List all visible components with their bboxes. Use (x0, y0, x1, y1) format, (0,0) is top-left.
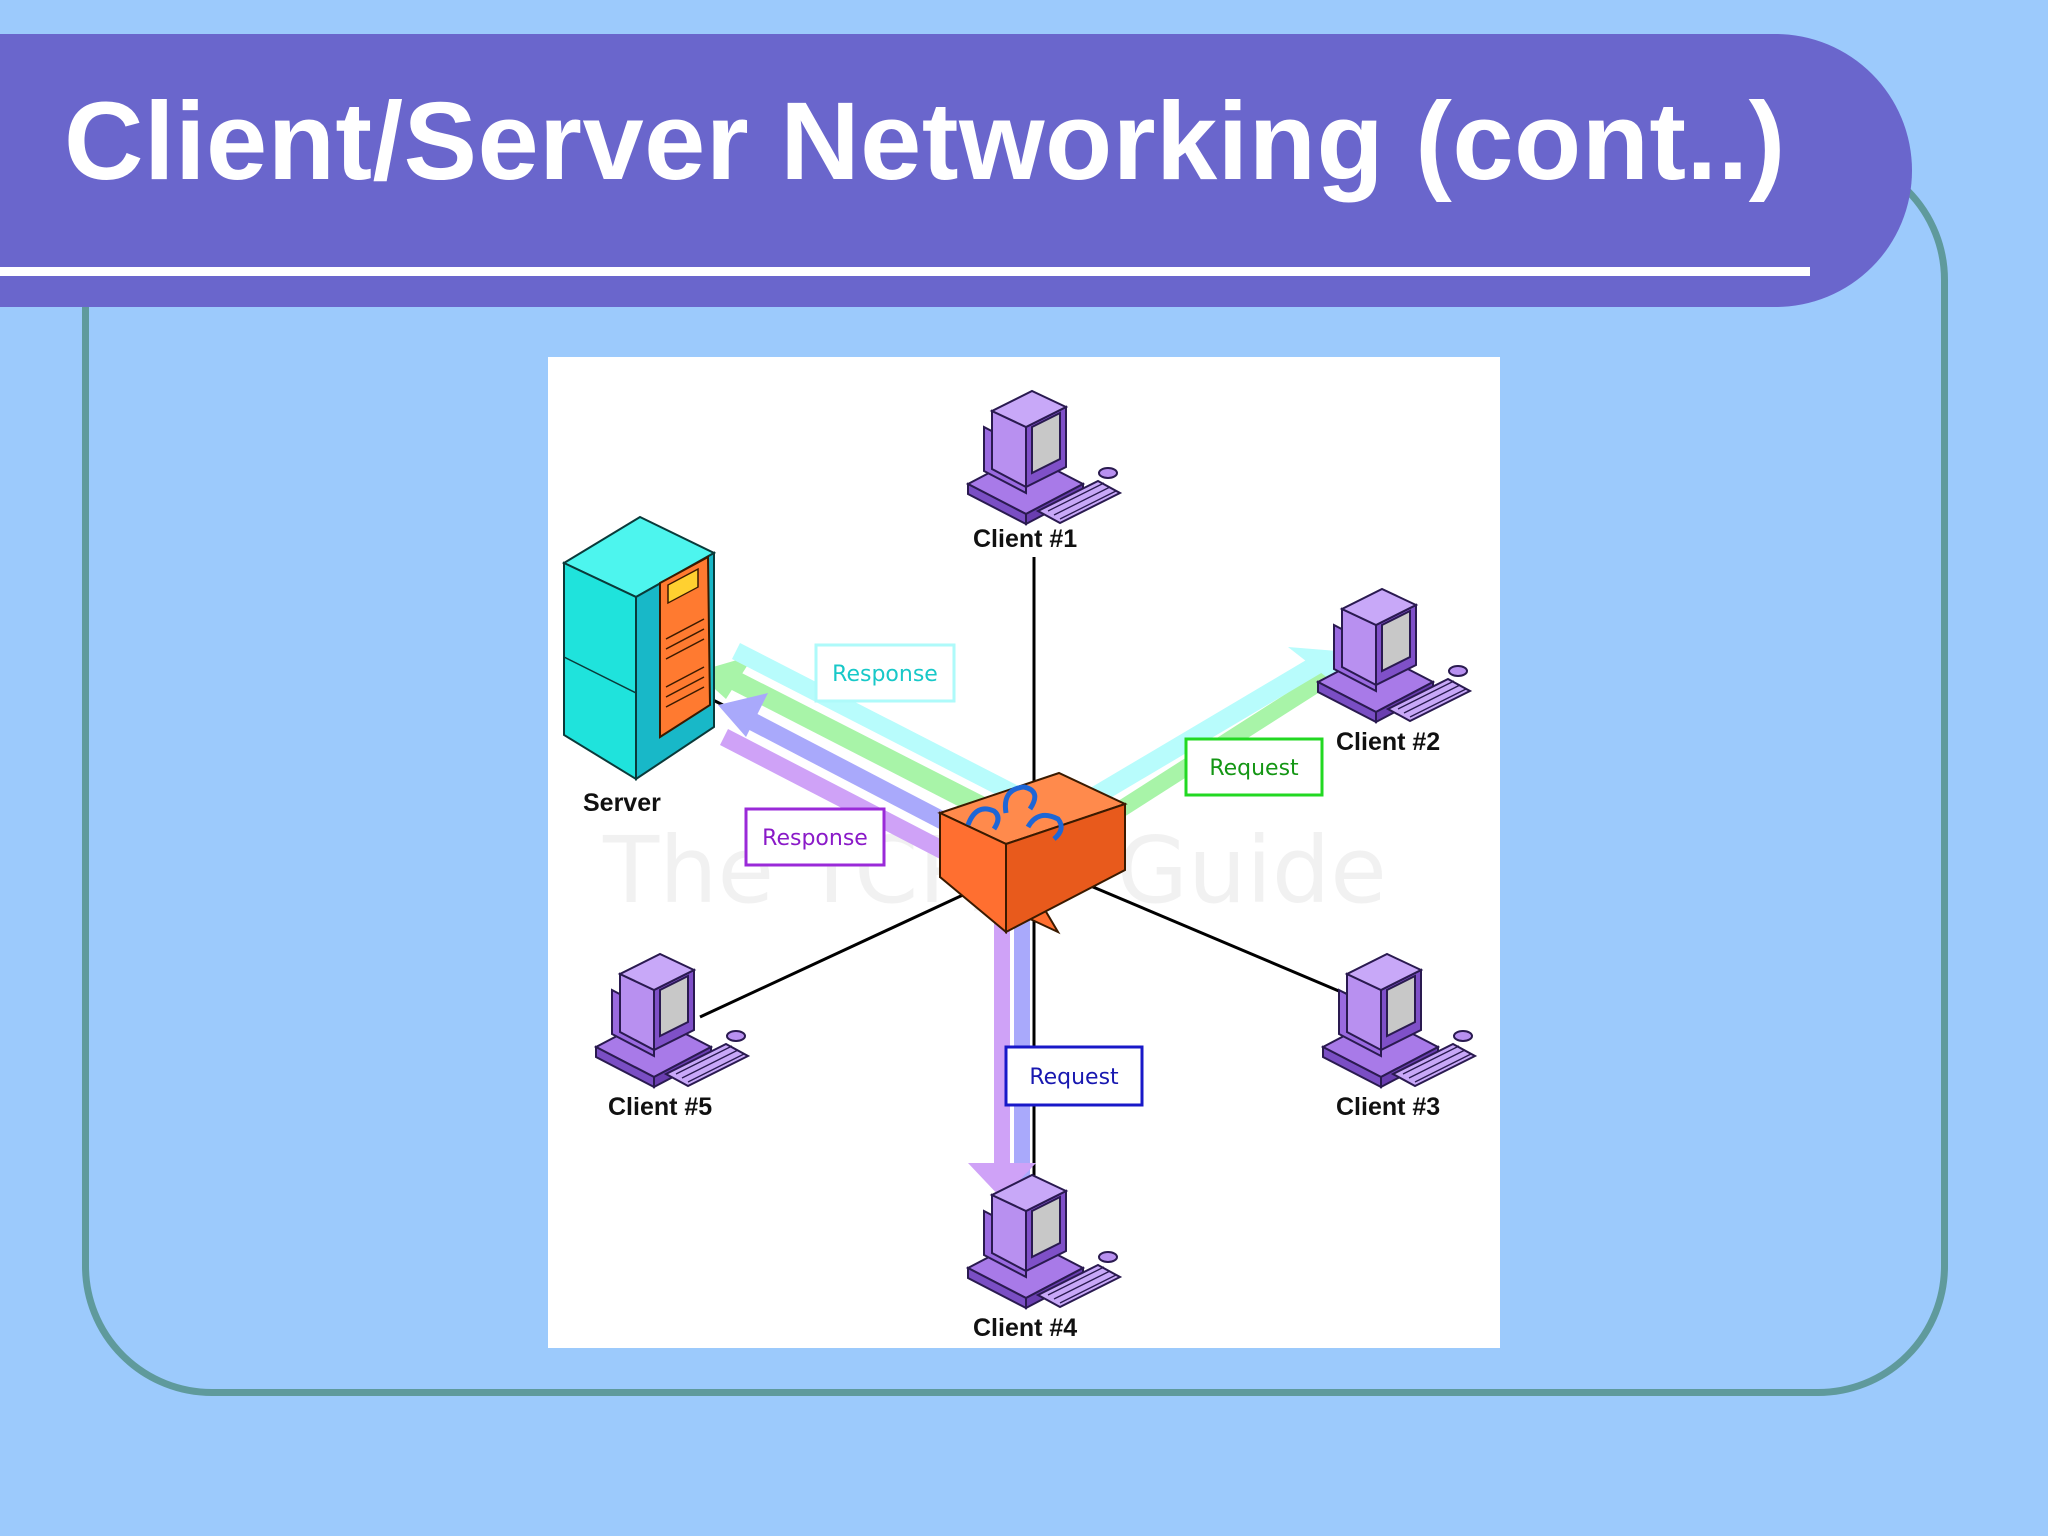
tag-response-purple: Response (744, 807, 886, 867)
tag-request-blue: Request (1004, 1045, 1144, 1107)
client-4-label: Client #4 (973, 1314, 1077, 1342)
tag-response-cyan: Response (814, 643, 956, 703)
network-diagram-svg: The TCP/IP Guide (561, 390, 1476, 1342)
tag-request-blue-text: Request (1029, 1065, 1119, 1090)
client-2-label: Client #2 (1336, 728, 1440, 756)
server-icon (561, 515, 717, 781)
tag-request-green-text: Request (1209, 756, 1299, 781)
client-4-computer-icon (967, 1174, 1121, 1309)
network-diagram: The TCP/IP Guide (548, 357, 1500, 1348)
hub-arrows-icon (965, 784, 1064, 841)
client-3-label: Client #3 (1336, 1093, 1440, 1121)
server-label: Server (583, 789, 661, 817)
title-bar (0, 34, 1912, 307)
client-5-computer-icon (595, 953, 749, 1088)
tag-response-cyan-text: Response (832, 662, 938, 687)
slide-title: Client/Server Networking (cont..) (64, 80, 1786, 203)
tag-response-purple-text: Response (762, 826, 868, 851)
client-1-computer-icon (967, 390, 1121, 525)
hub-switch (937, 771, 1128, 935)
tag-request-green: Request (1184, 737, 1324, 797)
client-3-computer-icon (1322, 953, 1476, 1088)
title-underline (0, 267, 1810, 276)
client-1-label: Client #1 (973, 525, 1077, 553)
client-5-label: Client #5 (608, 1093, 712, 1121)
client-2-computer-icon (1317, 588, 1471, 723)
